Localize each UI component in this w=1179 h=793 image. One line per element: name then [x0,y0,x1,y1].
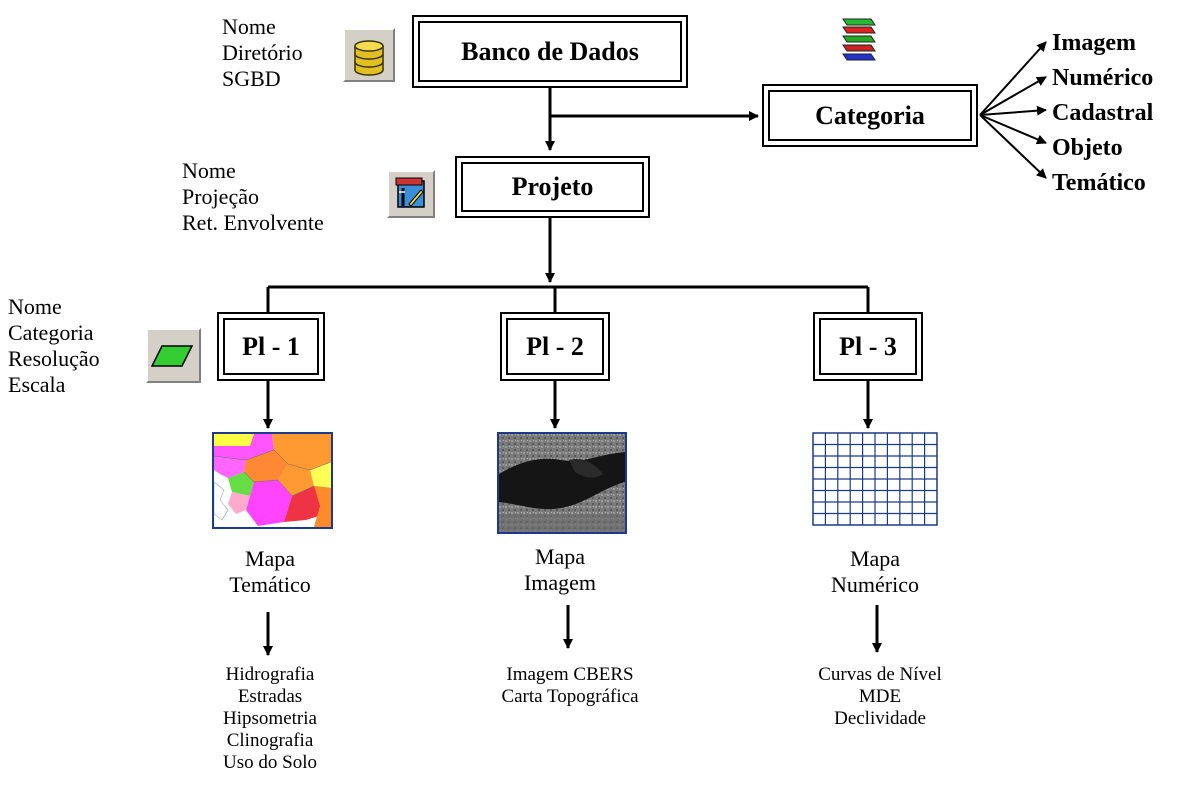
plan-1-map-title-line2: Temático [229,572,311,597]
plan-2-map-title: Mapa Imagem [490,544,630,596]
plan-2-box[interactable]: Pl - 2 [500,312,610,381]
plan-3-map-title-line1: Mapa [849,546,901,571]
database-label: Banco de Dados [461,36,639,66]
plan-attributes: Nome Categoria Resolução Escala [8,294,100,398]
thematic-map-icon [212,432,333,529]
category-type-image: Imagem [1052,30,1136,56]
list-item: Curvas de Nível [818,664,942,685]
list-item: MDE [858,686,902,707]
numeric-grid-icon [812,432,938,526]
plan-1-box[interactable]: Pl - 1 [217,312,325,381]
database-icon[interactable] [343,28,395,82]
plan-attr-name: Nome [8,294,62,319]
list-item: Estradas [237,686,303,707]
project-attr-projection: Projeção [182,184,259,209]
project-attr-bounding-box: Ret. Envolvente [182,210,324,235]
satellite-image-icon [497,432,627,534]
project-label: Projeto [511,172,594,201]
plan-2-items: Imagem CBERS Carta Topográfica [470,664,670,708]
category-box[interactable]: Categoria [762,84,978,147]
plan-1-map-title-line1: Mapa [244,546,296,571]
plan-3-map-title: Mapa Numérico [800,546,950,598]
plan-icon[interactable] [146,328,201,383]
database-attr-name: Nome [222,14,276,39]
plan-2-map-title-line2: Imagem [523,570,597,595]
category-type-object: Objeto [1052,135,1123,161]
plan-3-label: Pl - 3 [839,331,897,361]
list-item: Declividade [834,708,926,729]
list-item: Carta Topográfica [501,686,639,707]
database-box[interactable]: Banco de Dados [412,15,688,88]
plan-attr-resolution: Resolução [8,346,100,371]
plan-3-box[interactable]: Pl - 3 [813,312,923,381]
plan-attr-category: Categoria [8,320,94,345]
plan-3-items: Curvas de Nível MDE Declividade [780,664,980,730]
category-types: Imagem Numérico Cadastral Objeto Temátic… [1052,26,1153,201]
project-icon[interactable] [387,170,435,218]
project-attributes: Nome Projeção Ret. Envolvente [182,158,324,236]
plan-attr-scale: Escala [8,372,66,397]
plan-1-items: Hidrografia Estradas Hipsometria Clinogr… [190,664,350,774]
database-attributes: Nome Diretório SGBD [222,14,303,92]
list-item: Imagem CBERS [506,664,634,685]
plan-3-map-title-line2: Numérico [831,572,919,597]
category-label: Categoria [815,100,925,130]
list-item: Hipsometria [223,708,317,729]
layers-icon[interactable] [835,14,881,68]
category-type-cadastral: Cadastral [1052,100,1154,126]
database-attr-dbms: SGBD [222,66,281,91]
category-type-thematic: Temático [1052,170,1146,196]
project-attr-name: Nome [182,158,236,183]
list-item: Clinografia [226,730,314,751]
database-attr-directory: Diretório [222,40,303,65]
project-box[interactable]: Projeto [455,156,650,218]
plan-2-map-title-line1: Mapa [534,544,586,569]
list-item: Hidrografia [225,664,315,685]
plan-2-label: Pl - 2 [526,331,584,361]
plan-1-label: Pl - 1 [242,331,300,361]
list-item: Uso do Solo [223,752,317,773]
plan-1-map-title: Mapa Temático [200,546,340,598]
category-type-numeric: Numérico [1052,65,1154,91]
